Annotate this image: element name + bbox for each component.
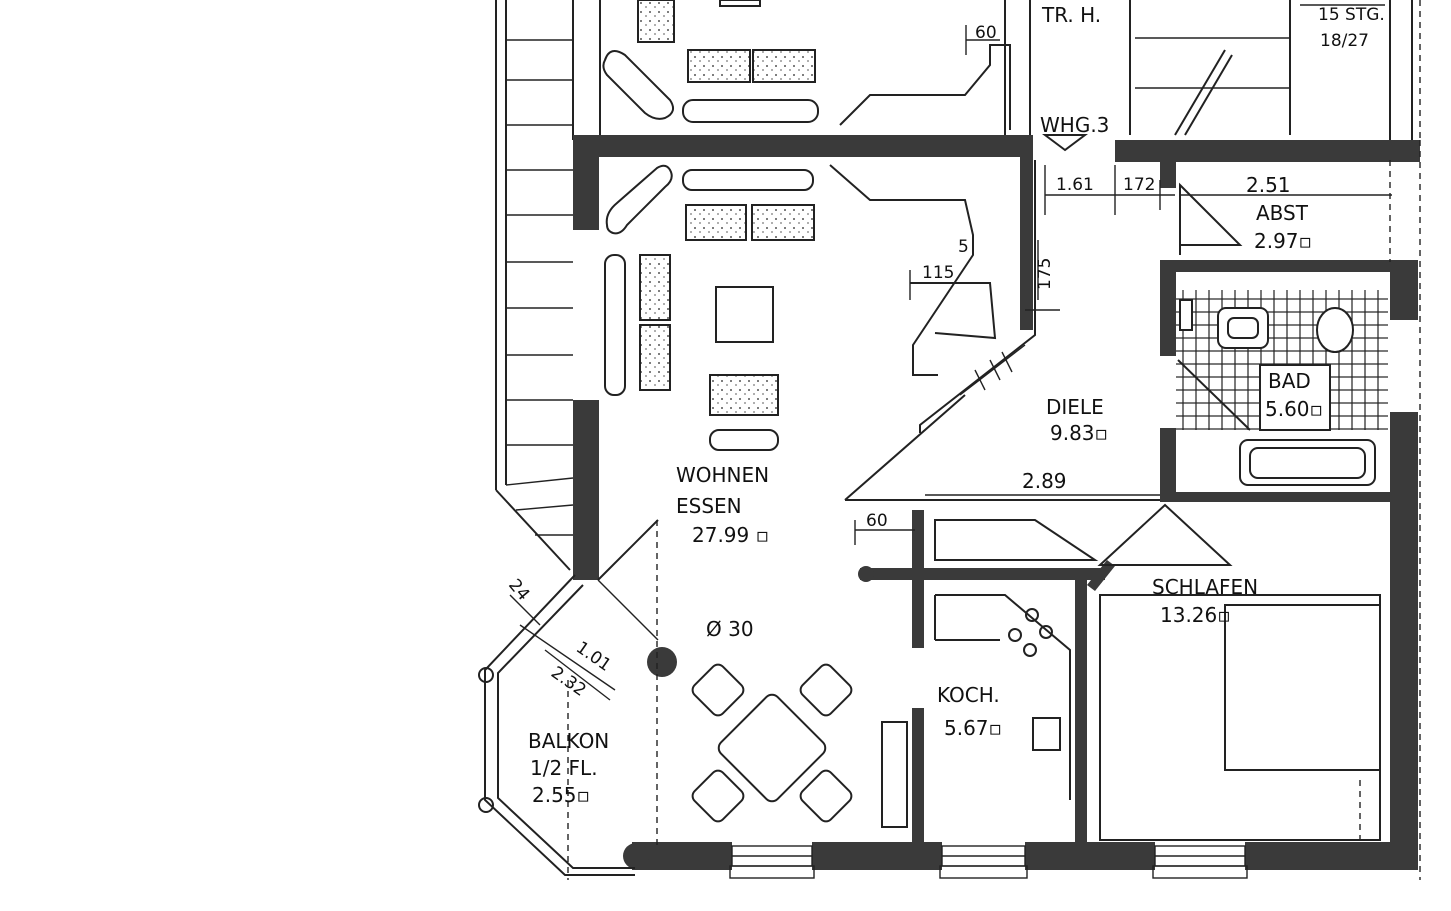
wohnen-name: WOHNEN [676,463,769,487]
stair-ratio-label: 18/27 [1320,31,1369,51]
dim-60-mid: 60 [866,511,888,531]
dim-5: 5 [958,237,969,257]
dining-set [691,663,853,823]
staircase-left [495,0,574,571]
dim-115: 115 [922,263,954,283]
diele-name: DIELE [1046,395,1104,419]
essen-name: ESSEN [676,494,742,518]
dim-24: 24 [504,575,533,604]
bathroom-fixtures [1176,290,1388,486]
upper-apartment-fragment [599,0,1031,135]
diele-area: 9.83▫ [1050,421,1108,445]
stair-area-label: TR. H. [1041,3,1101,27]
koch-area: 5.67▫ [944,716,1002,740]
dim-289: 2.89 [1022,469,1067,493]
wohnen-area: 27.99 ▫ [692,523,769,547]
dim-172: 172 [1123,175,1155,195]
dimension-lines [509,165,1392,701]
windows [729,140,1421,880]
balkon-name: BALKON [528,729,609,753]
bedroom-furniture [1097,503,1381,841]
column-icon [647,647,677,677]
living-furniture [597,164,997,845]
walls [573,135,1420,870]
balcony [478,574,635,880]
abst-area: 2.97▫ [1254,229,1312,253]
stair-count-label: 15 STG. [1318,5,1385,25]
column-label: Ø 30 [706,617,754,641]
hall-lines [844,134,1391,501]
kitchen-fixtures [881,519,1099,828]
abst-width: 2.51 [1246,173,1291,197]
dim-161: 1.61 [1056,175,1094,195]
bad-name: BAD [1268,369,1311,393]
abst-name: ABST [1256,201,1309,225]
dim-175: 175 [1035,258,1055,290]
dim-101: 1.01 [572,638,614,676]
apartment-label: WHG.3 [1040,113,1109,137]
balkon-floor: 1/2 FL. [530,756,598,780]
schlafen-name: SCHLAFEN [1152,575,1258,599]
bad-area: 5.60▫ [1265,397,1323,421]
schlafen-area: 13.26▫ [1160,603,1231,627]
staircase-right [1129,0,1421,140]
dim-60-top: 60 [975,23,997,43]
koch-name: KOCH. [937,683,1000,707]
balkon-area: 2.55▫ [532,783,590,807]
